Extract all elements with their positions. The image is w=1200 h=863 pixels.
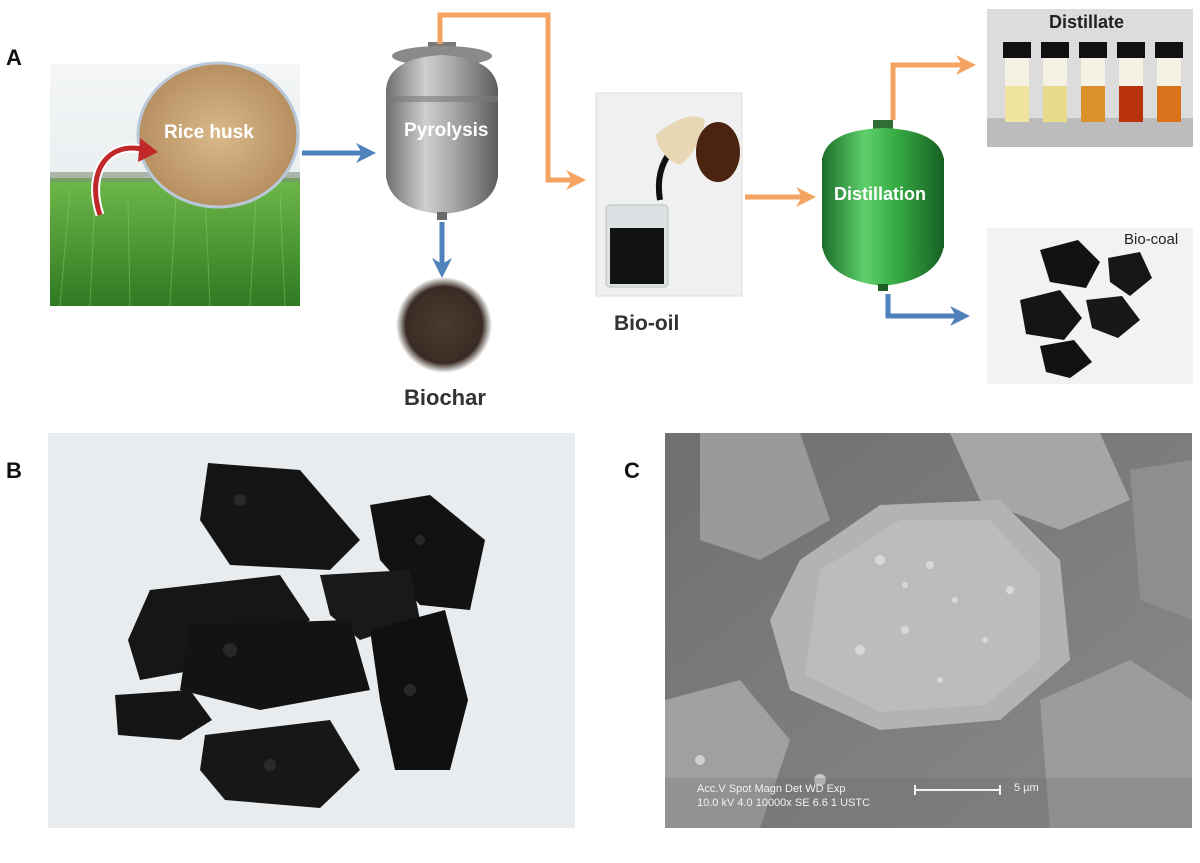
rice-husk-label: Rice husk <box>164 122 254 143</box>
arrow-to-bio-oil <box>437 12 586 190</box>
pyrolysis-reactor <box>386 42 498 220</box>
bio-coal-closeup-photo <box>48 433 575 828</box>
biochar-pile <box>396 277 492 373</box>
bio-oil-label: Bio-oil <box>614 312 680 335</box>
sem-values-text: 10.0 kV 4.0 10000x SE 6.6 1 USTC <box>697 797 871 809</box>
panel-letter-b: B <box>6 458 22 483</box>
distillation-label: Distillation <box>834 184 927 204</box>
arrow-to-bio-coal <box>885 294 970 326</box>
bio-oil-photo <box>595 92 743 297</box>
bio-coal-label: Bio-coal <box>1124 231 1179 248</box>
arrow-to-distillate <box>890 55 976 120</box>
sem-image <box>665 433 1192 828</box>
distillation-reactor <box>822 120 944 291</box>
vial-2 <box>1041 42 1069 122</box>
panel-letter-c: C <box>624 458 640 483</box>
panel-letter-a: A <box>6 45 22 70</box>
vial-5 <box>1155 42 1183 122</box>
vial-3 <box>1079 42 1107 122</box>
biochar-label: Biochar <box>404 385 486 410</box>
pyrolysis-label: Pyrolysis <box>404 120 489 141</box>
distillate-label: Distillate <box>1049 12 1125 32</box>
vial-1 <box>1003 42 1031 122</box>
distillate-photo <box>987 9 1193 147</box>
sem-scale-label: 5 µm <box>1014 782 1039 794</box>
rice-husk-oval <box>136 61 300 209</box>
vial-4 <box>1117 42 1145 122</box>
sem-header-text: Acc.V Spot Magn Det WD Exp <box>697 783 846 795</box>
bio-coal-photo <box>987 228 1193 384</box>
